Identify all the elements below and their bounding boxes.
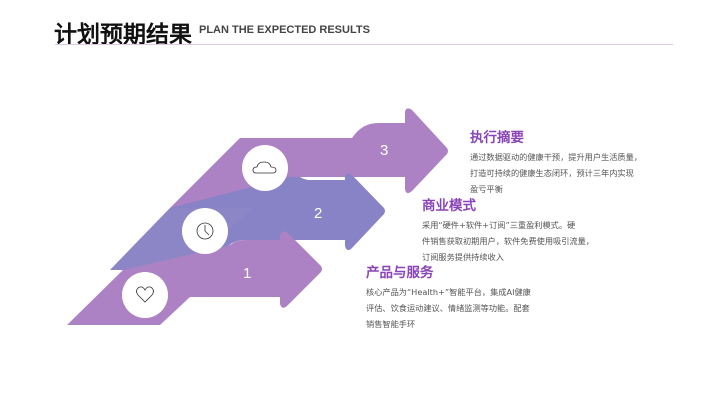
step-1-heading: 产品与服务 [366,265,434,281]
step-2-line-3: 订阅服务提供持续收入 [422,252,504,262]
header-divider [55,44,673,45]
step-3-number: 3 [380,142,388,159]
step-3-line-2: 打造可持续的健康生态闭环，预计三年内实现 [470,168,634,178]
step-1-line-2: 评估、饮食运动建议、情绪监测等功能。配套 [366,303,530,313]
step-2-text: 商业模式 采用“硬件+软件+订阅”三重盈利模式。硬 件销售获取初期用户，软件免费… [422,197,594,265]
page-subtitle: PLAN THE EXPECTED RESULTS [199,24,370,36]
clock-icon [196,222,214,240]
step-3-text: 执行摘要 通过数据驱动的健康干预，提升用户生活质量， 打造可持续的健康生态闭环，… [470,129,642,197]
heart-icon [136,286,154,303]
cloud-icon-badge [242,145,288,191]
step-1-text: 产品与服务 核心产品为“Health+”智能平台，集成AI健康 评估、饮食运动建… [366,264,531,332]
cloud-icon [252,161,277,174]
step-3-heading: 执行摘要 [470,130,524,146]
page-title: 计划预期结果 [54,22,192,48]
step-2-heading: 商业模式 [422,198,476,214]
step-1-number: 1 [243,265,251,282]
clock-icon-badge [182,208,228,254]
step-2-line-2: 件销售获取初期用户，软件免费使用吸引流量， [422,236,594,246]
step-3-line-3: 盈亏平衡 [470,184,503,194]
step-1-line-3: 销售智能手环 [366,319,416,329]
step-2-line-1: 采用“硬件+软件+订阅”三重盈利模式。硬 [422,220,576,230]
step-1-line-1: 核心产品为“Health+”智能平台，集成AI健康 [366,287,531,297]
arrow-step-3: 3 [170,108,448,208]
heart-icon-badge [122,272,168,318]
step-3-line-1: 通过数据驱动的健康干预，提升用户生活质量， [470,152,642,162]
step-2-number: 2 [314,205,322,222]
